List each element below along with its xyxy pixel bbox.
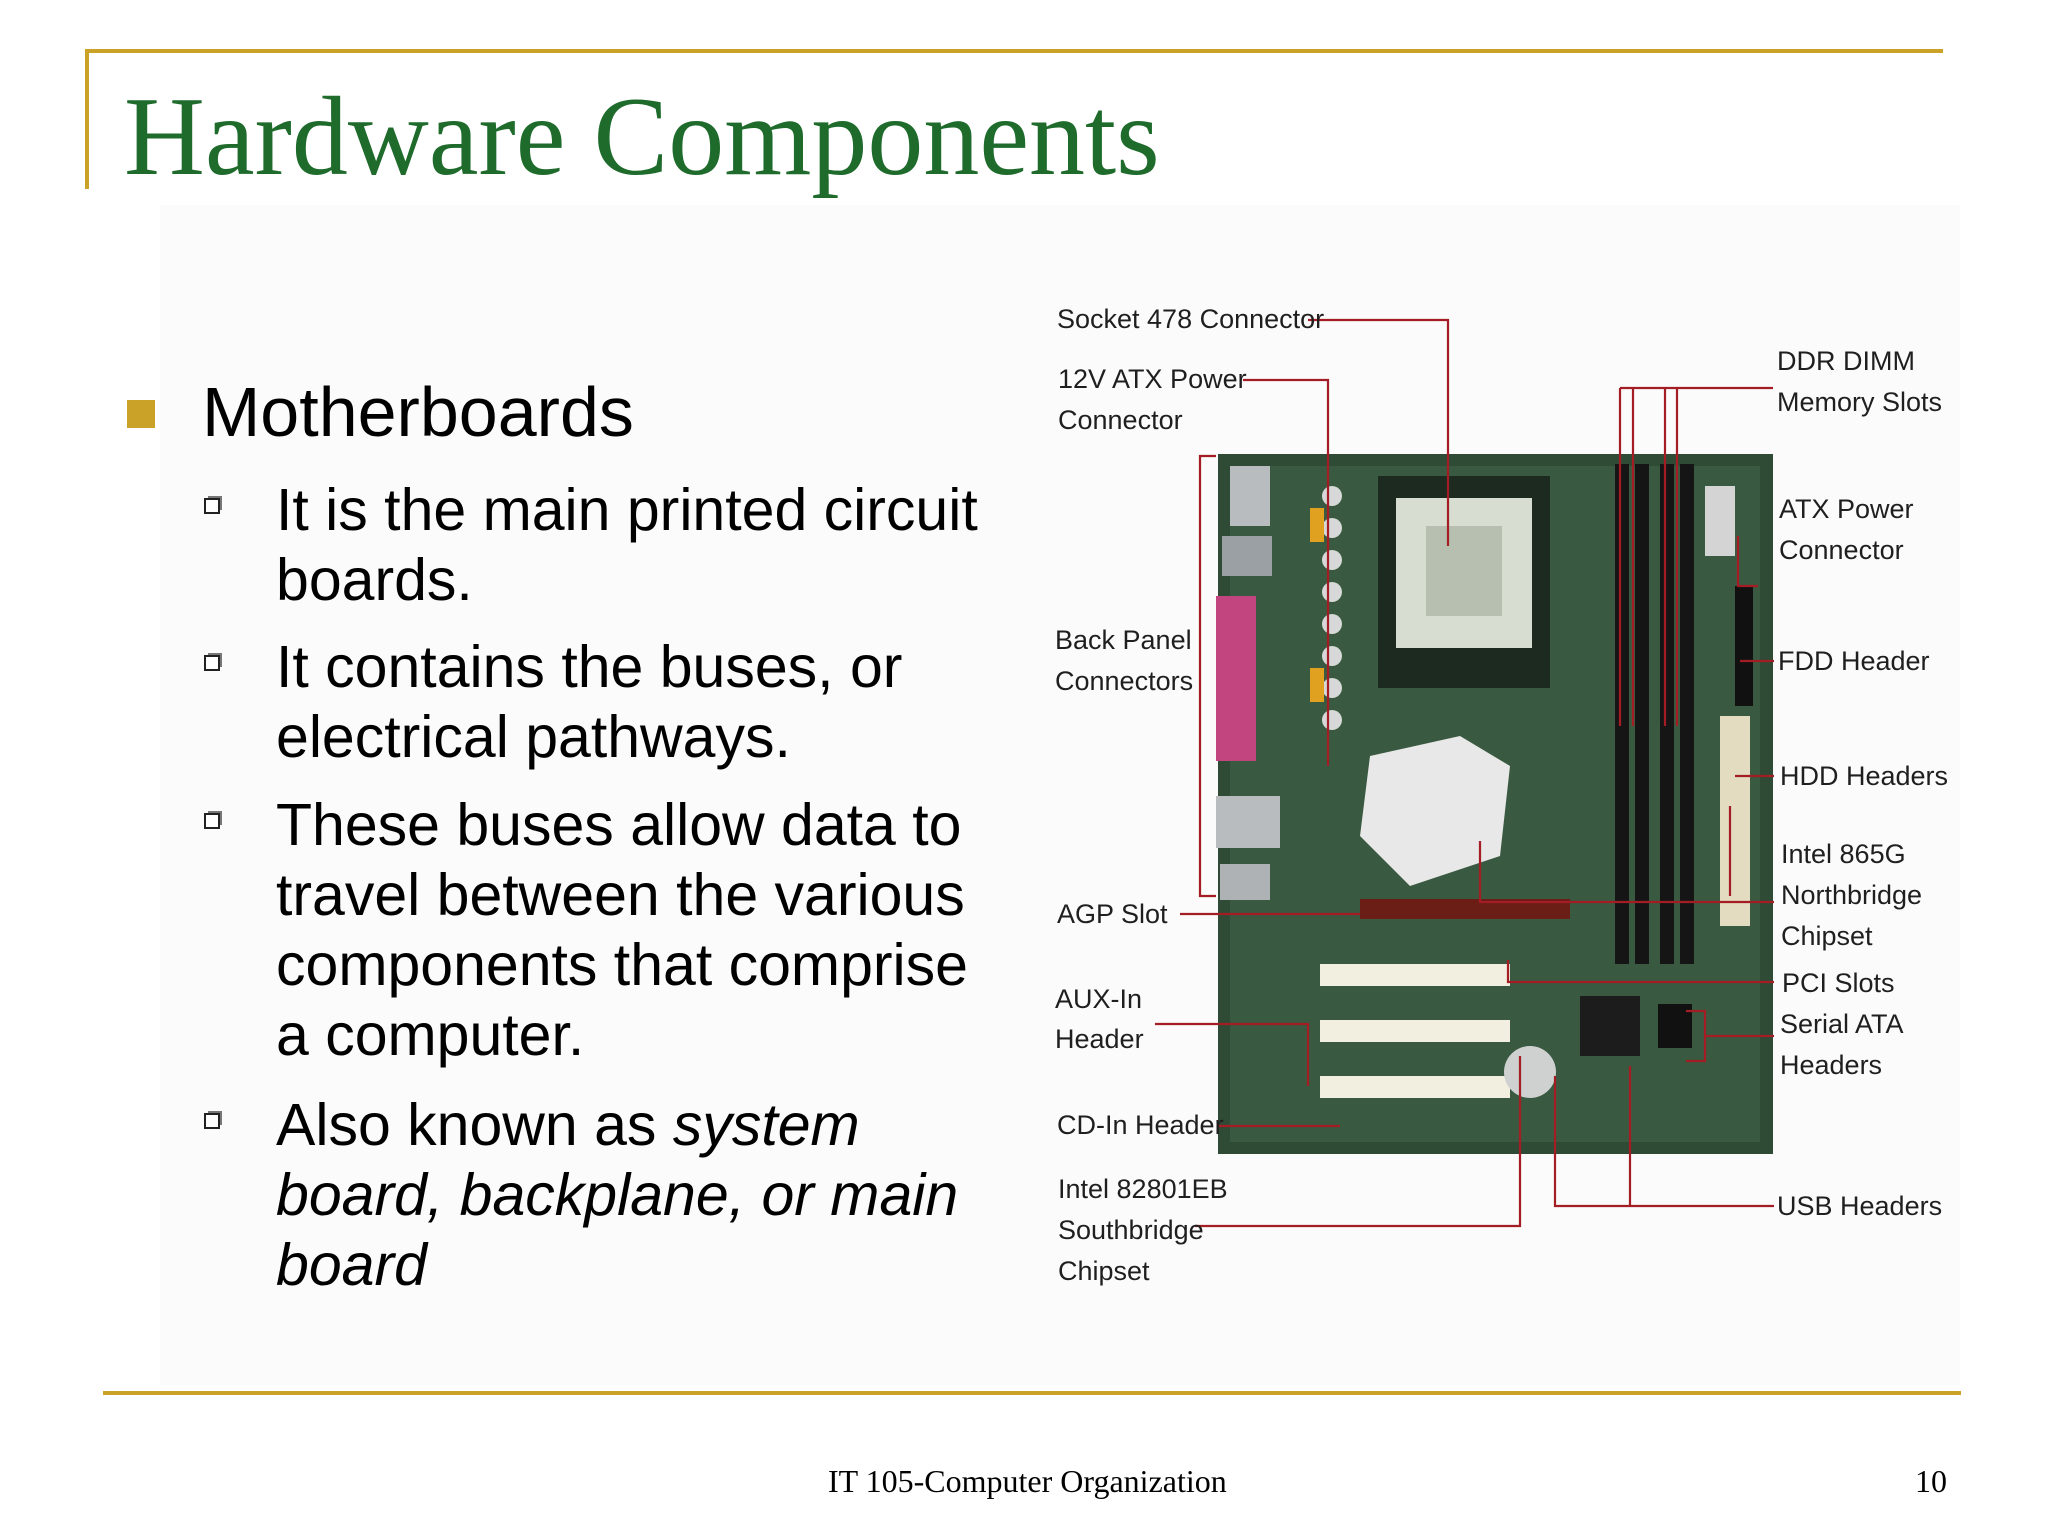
sub-bullet-italic: system board, backplane, or main board	[276, 1092, 959, 1298]
port-ps2	[1222, 536, 1272, 576]
label-cd-in: CD-In Header	[1057, 1110, 1224, 1140]
label-aux-in: AUX-In	[1055, 984, 1142, 1014]
label-pci-slots: PCI Slots	[1782, 968, 1895, 998]
left-rule	[85, 49, 89, 189]
port-parallel	[1216, 596, 1256, 761]
label-ddr-dimm: Memory Slots	[1777, 387, 1942, 417]
label-northbridge: Northbridge	[1781, 880, 1922, 910]
label-northbridge: Chipset	[1781, 921, 1873, 951]
hollow-square-bullet-icon	[204, 811, 222, 829]
leader-lines	[1155, 318, 1774, 1228]
pci-slot	[1320, 964, 1510, 986]
atx-power-conn	[1705, 486, 1735, 556]
dimm-slot	[1680, 464, 1694, 964]
motherboard-diagram: Socket 478 Connector 12V ATX Power Conne…	[1055, 304, 1948, 1286]
label-usb-headers: USB Headers	[1777, 1191, 1942, 1221]
label-serial-ata: Serial ATA	[1780, 1009, 1904, 1039]
label-back-panel: Connectors	[1055, 666, 1193, 696]
label-southbridge: Chipset	[1058, 1256, 1150, 1286]
label-12v-atx: Connector	[1058, 405, 1183, 435]
motherboard-illustration	[1216, 454, 1773, 1154]
footer-course: IT 105-Computer Organization	[828, 1463, 1227, 1499]
cmos-battery	[1504, 1046, 1556, 1098]
pci-slot	[1320, 1020, 1510, 1042]
label-agp-slot: AGP Slot	[1057, 899, 1168, 929]
label-atx-power: ATX Power	[1779, 494, 1914, 524]
bottom-rule	[103, 1391, 1961, 1395]
hollow-square-bullet-icon	[204, 653, 222, 671]
sub-bullet-text: Also known as system board, backplane, o…	[276, 1090, 1016, 1300]
southbridge-chip	[1580, 996, 1640, 1056]
northbridge-heatsink	[1360, 736, 1510, 886]
label-12v-atx: 12V ATX Power	[1058, 364, 1247, 394]
port-lan	[1216, 796, 1280, 848]
cpu-socket-pins	[1426, 526, 1502, 616]
label-socket: Socket 478 Connector	[1057, 304, 1324, 334]
label-ddr-dimm: DDR DIMM	[1777, 346, 1915, 376]
port-audio	[1220, 864, 1270, 900]
agp-slot	[1360, 899, 1570, 919]
label-aux-in: Header	[1055, 1024, 1144, 1054]
dimm-slot	[1635, 464, 1649, 964]
hdd-header	[1720, 716, 1750, 926]
page-number: 10	[1915, 1463, 1947, 1499]
square-bullet-icon	[127, 400, 155, 428]
label-serial-ata: Headers	[1780, 1050, 1882, 1080]
label-northbridge: Intel 865G	[1781, 839, 1906, 869]
sub-bullet-text: It is the main printed circuit boards.	[276, 477, 978, 613]
hollow-square-bullet-icon	[204, 496, 222, 514]
port-usb	[1230, 466, 1270, 526]
dimm-slot	[1660, 464, 1674, 964]
sub-bullet-text: It contains the buses, or electrical pat…	[276, 634, 903, 770]
hollow-square-bullet-icon	[204, 1111, 222, 1129]
pci-slot	[1320, 1076, 1510, 1098]
label-hdd-headers: HDD Headers	[1780, 761, 1948, 791]
sub-bullet-text: These buses allow data to travel between…	[276, 792, 968, 1068]
main-bullet-text: Motherboards	[202, 373, 634, 451]
label-southbridge: Southbridge	[1058, 1215, 1204, 1245]
label-back-panel: Back Panel	[1055, 625, 1192, 655]
slide-title: Hardware Components	[124, 75, 1160, 199]
dimm-slot	[1615, 464, 1629, 964]
top-rule	[85, 49, 1943, 53]
label-atx-power: Connector	[1779, 535, 1904, 565]
diagram-labels: Socket 478 Connector 12V ATX Power Conne…	[1055, 304, 1948, 1286]
fdd-header	[1735, 586, 1753, 706]
sub-bullet-prefix: Also known as	[276, 1092, 673, 1158]
label-southbridge: Intel 82801EB	[1058, 1174, 1228, 1204]
label-fdd-header: FDD Header	[1778, 646, 1930, 676]
